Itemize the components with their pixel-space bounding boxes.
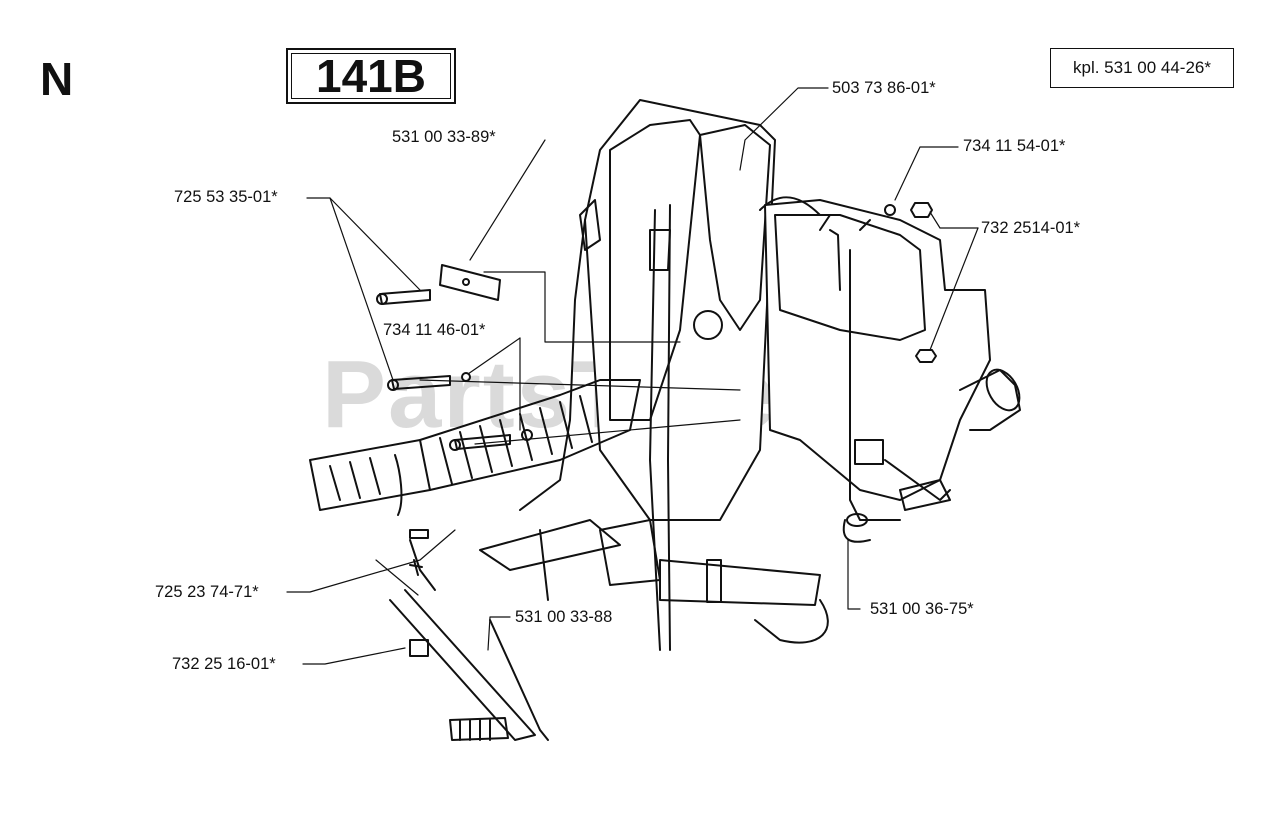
part-label-734-11-54-01[interactable]: 734 11 54-01*: [963, 137, 1066, 155]
part-label-531-00-33-89[interactable]: 531 00 33-89*: [392, 128, 496, 146]
engine-housing-drawing: [759, 196, 1021, 543]
model-title: 141B: [316, 50, 426, 102]
part-label-732-25-16-01[interactable]: 732 25 16-01*: [172, 655, 276, 673]
handle-drawing: [389, 529, 549, 741]
leader-lines: [286, 87, 979, 665]
blower-tube-drawing: [309, 379, 641, 516]
part-label-734-11-46-01[interactable]: 734 11 46-01*: [383, 321, 486, 339]
model-title-box: 141B: [286, 48, 456, 104]
fasteners-drawing: [376, 202, 937, 451]
section-letter: N: [40, 53, 74, 105]
part-label-531-00-33-88[interactable]: 531 00 33-88: [515, 608, 613, 626]
part-label-732-2514-01[interactable]: 732 2514-01*: [981, 219, 1081, 237]
part-label-725-23-74-71[interactable]: 725 23 74-71*: [155, 583, 259, 601]
kit-number-box: kpl. 531 00 44-26*: [1050, 48, 1234, 88]
part-label-531-00-36-75[interactable]: 531 00 36-75*: [870, 600, 974, 618]
part-label-725-53-35-01[interactable]: 725 53 35-01*: [174, 188, 278, 206]
part-label-503-73-86-01[interactable]: 503 73 86-01*: [832, 79, 936, 97]
kit-number: kpl. 531 00 44-26*: [1073, 58, 1211, 77]
